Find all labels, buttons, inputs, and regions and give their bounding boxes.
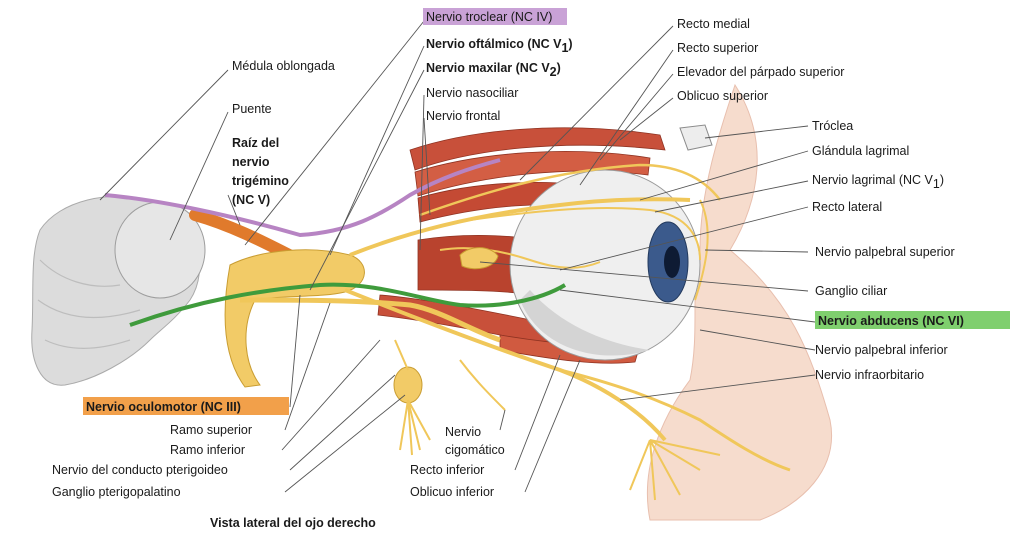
label-maxilar-sub: 2: [550, 65, 557, 79]
pterygopalatine-ganglion: [394, 367, 422, 403]
trigeminal-ganglion: [225, 250, 364, 387]
label-palpebral-inf: Nervio palpebral inferior: [815, 343, 948, 357]
label-oftalmico-main: Nervio oftálmico (NC V: [426, 37, 562, 51]
label-recto-lateral: Recto lateral: [812, 200, 882, 214]
label-raiz-3: trigémino: [232, 174, 289, 188]
pupil: [664, 246, 680, 278]
label-ramo-inferior: Ramo inferior: [170, 443, 245, 457]
label-raiz-4: (NC V): [232, 193, 270, 207]
label-recto-medial: Recto medial: [677, 17, 750, 31]
label-infraorbitario: Nervio infraorbitario: [815, 368, 924, 382]
label-cigomatico-1: Nervio: [445, 425, 481, 439]
label-palpebral-sup: Nervio palpebral superior: [815, 245, 955, 259]
label-lagrimal-close: ): [940, 173, 944, 187]
label-pterigopalatino: Ganglio pterigopalatino: [52, 485, 181, 499]
label-oftalmico: Nervio oftálmico (NC V1): [426, 37, 573, 55]
label-ganglio-ciliar: Ganglio ciliar: [815, 284, 887, 298]
label-raiz-2: nervio: [232, 155, 270, 169]
label-raiz-1: Raíz del: [232, 136, 279, 150]
zygomatic-nerve: [460, 360, 505, 410]
label-nasociliar: Nervio nasociliar: [426, 86, 518, 100]
illustration: [32, 85, 832, 520]
label-ramo-superior: Ramo superior: [170, 423, 252, 437]
label-lagrimal-sub: 1: [933, 177, 940, 191]
label-frontal: Nervio frontal: [426, 109, 500, 123]
label-oblicuo-superior: Oblicuo superior: [677, 89, 768, 103]
label-oftalmico-close: ): [568, 37, 572, 51]
label-medula: Médula oblongada: [232, 59, 335, 73]
label-oblicuo-inferior: Oblicuo inferior: [410, 485, 494, 499]
caption: Vista lateral del ojo derecho: [210, 516, 376, 530]
label-oftalmico-sub: 1: [561, 41, 568, 55]
label-troclear: Nervio troclear (NC IV): [426, 10, 552, 24]
label-maxilar-main: Nervio maxilar (NC V: [426, 61, 550, 75]
label-lagrimal: Nervio lagrimal (NC V1): [812, 173, 944, 191]
label-pterigoideo: Nervio del conducto pterigoideo: [52, 463, 228, 477]
label-lagrimal-main: Nervio lagrimal (NC V: [812, 173, 934, 187]
label-oculomotor: Nervio oculomotor (NC III): [86, 400, 241, 414]
label-recto-inferior: Recto inferior: [410, 463, 484, 477]
label-maxilar: Nervio maxilar (NC V2): [426, 61, 561, 79]
label-recto-superior: Recto superior: [677, 41, 758, 55]
label-troclea: Tróclea: [812, 119, 853, 133]
label-maxilar-close: ): [557, 61, 561, 75]
label-cigomatico-2: cigomático: [445, 443, 505, 457]
label-glandula: Glándula lagrimal: [812, 144, 909, 158]
label-abducens: Nervio abducens (NC VI): [818, 314, 964, 328]
label-elevador: Elevador del párpado superior: [677, 65, 844, 79]
label-puente: Puente: [232, 102, 272, 116]
